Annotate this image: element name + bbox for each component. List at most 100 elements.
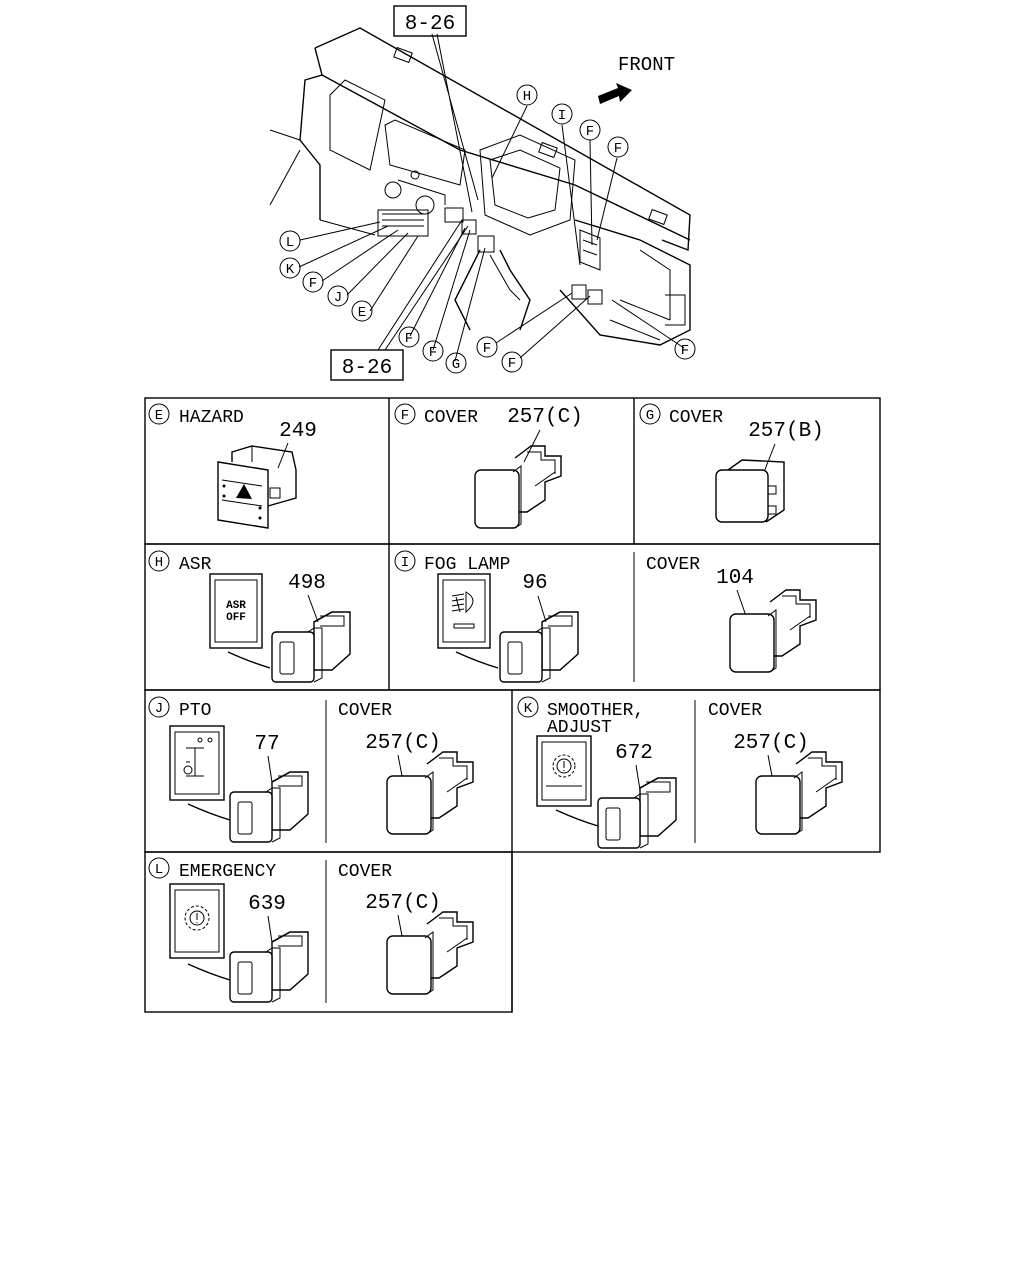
cover-illustration — [755, 751, 843, 835]
svg-text:8-26: 8-26 — [342, 357, 392, 380]
asr-off-icon: ASR OFF — [209, 573, 263, 649]
smoother-gear-icon — [536, 735, 592, 807]
cell-l-cover[interactable]: COVER 257(C) — [338, 862, 474, 995]
fog-switch-illustration — [499, 611, 579, 683]
cover-illustration — [474, 445, 562, 529]
svg-text:I: I — [401, 555, 409, 571]
cell-j-pto[interactable]: J PTO 77 — [148, 696, 309, 843]
svg-text:H: H — [523, 89, 531, 105]
front-arrow-icon — [598, 83, 632, 104]
svg-text:257(C): 257(C) — [365, 892, 441, 915]
emergency-gear-icon — [169, 883, 225, 959]
svg-text:COVER: COVER — [424, 408, 478, 428]
svg-text:104: 104 — [716, 567, 754, 590]
svg-text:K: K — [524, 701, 533, 717]
svg-text:639: 639 — [248, 893, 286, 916]
asr-switch-illustration — [271, 611, 351, 683]
parts-grid — [144, 397, 881, 1013]
svg-text:K: K — [286, 262, 295, 278]
callout-f: F — [476, 336, 498, 358]
cell-i-cover[interactable]: COVER 104 — [646, 555, 817, 673]
smoother-switch-illustration — [597, 777, 677, 849]
svg-text:F: F — [586, 124, 594, 140]
svg-text:COVER: COVER — [708, 701, 762, 721]
svg-text:G: G — [452, 357, 460, 373]
svg-text:F: F — [614, 141, 622, 157]
svg-text:77: 77 — [254, 733, 279, 756]
svg-text:H: H — [155, 555, 163, 571]
cover-illustration — [729, 589, 817, 673]
callout-h: H — [516, 84, 538, 106]
svg-text:L: L — [155, 862, 163, 878]
svg-text:257(C): 257(C) — [365, 732, 441, 755]
svg-text:FOG LAMP: FOG LAMP — [424, 555, 510, 575]
callout-f: F — [501, 351, 523, 373]
cell-h-asr[interactable]: H ASR 498 ASR OFF — [148, 550, 351, 683]
svg-text:COVER: COVER — [338, 701, 392, 721]
callout-k: K — [279, 257, 301, 279]
pto-icon — [169, 725, 225, 801]
svg-text:ADJUST: ADJUST — [547, 718, 612, 738]
emergency-switch-illustration — [229, 931, 309, 1003]
cell-g-cover[interactable]: G COVER 257(B) — [639, 403, 824, 523]
svg-text:F: F — [508, 356, 516, 372]
svg-text:J: J — [334, 290, 342, 306]
svg-text:8-26: 8-26 — [405, 13, 455, 36]
svg-text:F: F — [483, 341, 491, 357]
svg-text:E: E — [358, 305, 366, 321]
svg-text:ASR: ASR — [226, 600, 246, 612]
callout-f: F — [579, 119, 601, 141]
pto-switch-illustration — [229, 771, 309, 843]
svg-text:E: E — [155, 408, 163, 424]
svg-text:COVER: COVER — [669, 408, 723, 428]
cell-k-smoother-adjust[interactable]: K SMOOTHER, ADJUST 672 — [517, 696, 677, 849]
front-label: FRONT — [618, 54, 675, 76]
svg-text:672: 672 — [615, 742, 653, 765]
callout-f: F — [398, 326, 420, 348]
fog-lamp-icon — [437, 573, 491, 649]
svg-text:F: F — [401, 408, 409, 424]
svg-text:249: 249 — [279, 420, 317, 443]
callout-l: L — [279, 230, 301, 252]
cell-e-hazard[interactable]: E HAZARD 249 — [148, 403, 317, 529]
svg-text:257(B): 257(B) — [748, 420, 824, 443]
dashboard-illustration — [269, 27, 691, 346]
svg-text:257(C): 257(C) — [733, 732, 809, 755]
svg-text:F: F — [681, 343, 689, 359]
callout-e: E — [351, 300, 373, 322]
svg-text:EMERGENCY: EMERGENCY — [179, 862, 276, 882]
callout-f: F — [422, 340, 444, 362]
svg-text:F: F — [309, 276, 317, 292]
callout-j: J — [327, 285, 349, 307]
callout-f: F — [607, 136, 629, 158]
cell-i-fog-lamp[interactable]: I FOG LAMP 96 — [394, 550, 579, 683]
reference-box-bottom[interactable]: 8-26 — [330, 349, 404, 381]
svg-text:COVER: COVER — [646, 555, 700, 575]
callout-f: F — [302, 271, 324, 293]
cell-f-cover[interactable]: F COVER 257(C) — [394, 403, 583, 529]
cell-l-emergency[interactable]: L EMERGENCY 639 — [148, 857, 309, 1003]
cell-k-cover[interactable]: COVER 257(C) — [708, 701, 843, 835]
leader-lines — [298, 33, 685, 362]
svg-text:F: F — [429, 345, 437, 361]
svg-text:COVER: COVER — [338, 862, 392, 882]
svg-text:ASR: ASR — [179, 555, 212, 575]
svg-text:J: J — [155, 701, 163, 717]
svg-text:PTO: PTO — [179, 701, 211, 721]
callout-g: G — [445, 352, 467, 374]
svg-text:G: G — [646, 408, 654, 424]
svg-text:I: I — [558, 108, 566, 124]
reference-box-top[interactable]: 8-26 — [393, 5, 467, 37]
callout-f: F — [674, 338, 696, 360]
hazard-switch-illustration — [217, 445, 297, 529]
svg-text:F: F — [405, 331, 413, 347]
svg-text:L: L — [286, 235, 294, 251]
cell-j-cover[interactable]: COVER 257(C) — [338, 701, 474, 835]
svg-text:SMOOTHER,: SMOOTHER, — [547, 701, 644, 721]
svg-text:OFF: OFF — [226, 612, 246, 624]
svg-text:498: 498 — [288, 572, 326, 595]
callout-i: I — [551, 103, 573, 125]
svg-text:96: 96 — [522, 572, 547, 595]
cover-b-illustration — [715, 459, 785, 523]
